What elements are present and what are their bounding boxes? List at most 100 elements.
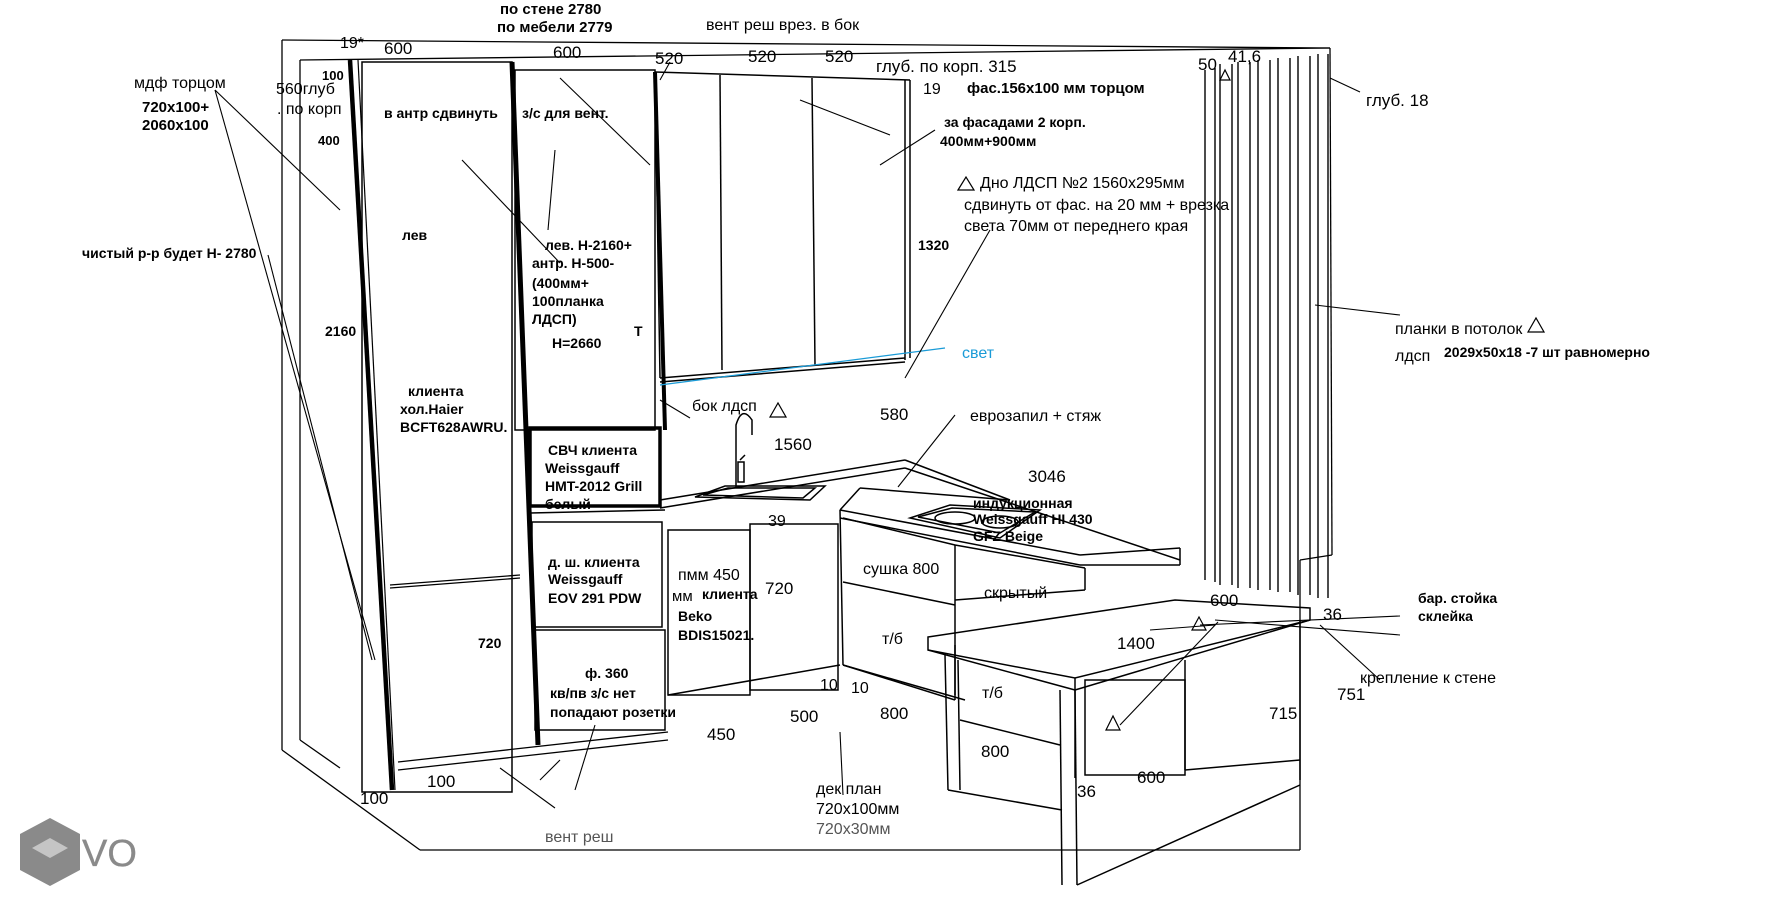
tb-label-b: т/б	[982, 685, 1003, 702]
dim-600-a: 600	[384, 39, 412, 58]
socket-label-b: попадают розетки	[550, 704, 676, 720]
dim-600-bottom: 600	[1137, 768, 1165, 787]
body-depth-label: глуб. по корп. 315	[876, 57, 1017, 76]
wall-cabinets	[654, 71, 911, 383]
triangle-markers	[768, 68, 1546, 731]
left-label: лев	[402, 227, 427, 243]
dim-19-star: 19*	[340, 35, 364, 52]
socket-label-a: кв/пв з/с нет	[550, 685, 636, 701]
tb-label-a: т/б	[882, 631, 903, 648]
dim-520-b: 520	[748, 47, 776, 66]
dim-520-a: 520	[655, 49, 683, 68]
dim-1560: 1560	[774, 435, 812, 454]
dim-800-b: 800	[981, 742, 1009, 761]
glued-label: склейка	[1418, 608, 1473, 624]
column-height-b: антр. Н-500-	[532, 255, 615, 271]
euro-joint-label: еврозапил + стяж	[970, 408, 1101, 425]
column-height-d: 100планка	[532, 293, 604, 309]
dim-600-bar: 600	[1210, 591, 1238, 610]
dim-100-top: 100	[322, 68, 344, 83]
dishwasher-label-d: BDIS15021.	[678, 627, 754, 643]
dim-19: 19	[923, 81, 941, 98]
triangle-marker	[768, 401, 788, 418]
body-label: . по корп	[277, 101, 342, 118]
dim-720-base: 720	[765, 579, 793, 598]
dim-50: 50	[1198, 55, 1217, 74]
dim-41-6: 41,6	[1228, 47, 1261, 66]
mdf-size-a: 720х100+	[142, 99, 209, 116]
column-height-a: лев. Н-2160+	[545, 237, 632, 253]
dim-800-a: 800	[880, 704, 908, 723]
plinth-label: дек план	[816, 781, 881, 798]
dim-500: 500	[790, 707, 818, 726]
tall-cabinets	[347, 59, 669, 793]
column-height-total: Н=2660	[552, 335, 602, 351]
bodies-size-label: 400мм+900мм	[940, 133, 1036, 149]
side-panel-label: бок лдсп	[692, 398, 757, 415]
vent-grille-side-label: вент реш врез. в бок	[706, 17, 860, 34]
sink	[694, 412, 827, 501]
bottom-panel-label: Дно ЛДСП №2 1560х295мм	[980, 175, 1185, 192]
facade-360-label: ф. 360	[585, 665, 629, 681]
dim-400: 400	[318, 133, 340, 148]
depth-18-label: глуб. 18	[1366, 91, 1429, 110]
slats-label: планки в потолок	[1395, 321, 1523, 338]
induction-hob	[907, 504, 1043, 539]
oven-label-b: Weissgauff	[548, 571, 623, 587]
light-offset-label: света 70мм от переднего края	[964, 218, 1188, 235]
triangle-marker	[1190, 615, 1208, 631]
logo-text: VO	[82, 833, 137, 875]
fridge-client-label: клиента	[408, 383, 464, 399]
oven-label-c: EOV 291 PDW	[548, 590, 642, 606]
vent-grille-label: вент реш	[545, 829, 613, 846]
dim-100-a: 100	[427, 772, 455, 791]
dim-10-b: 10	[851, 680, 869, 697]
annotations: по стене 2780 по мебели 2779 вент реш вр…	[82, 1, 1650, 846]
dim-1400: 1400	[1117, 634, 1155, 653]
dim-2160: 2160	[325, 323, 356, 339]
dishwasher-label-mm: мм	[672, 588, 693, 605]
oven-label-a: д. ш. клиента	[548, 554, 640, 570]
light-label: свет	[962, 345, 995, 362]
dim-36-top: 36	[1323, 605, 1342, 624]
leader-lines	[214, 61, 1401, 809]
mdf-end-label: мдф торцом	[134, 75, 226, 92]
plinth-size-b: 720х30мм	[816, 821, 891, 838]
clear-height-label: чистый р-р будет Н- 2780	[82, 245, 257, 261]
triangle-marker	[1105, 714, 1121, 731]
mdf-size-b: 2060х100	[142, 117, 209, 134]
dim-600-b: 600	[553, 43, 581, 62]
furniture-length-label: по мебели 2779	[497, 19, 613, 36]
dim-10-a: 10	[820, 677, 838, 694]
hob-label-c: GFZ Beige	[973, 528, 1043, 544]
dim-100-b: 100	[360, 789, 388, 808]
wall-mount-label: крепление к стене	[1360, 670, 1496, 687]
base-cabinets	[659, 459, 1181, 701]
dim-751: 751	[1337, 685, 1365, 704]
vent-panel-label: з/с для вент.	[522, 105, 609, 121]
plinth-size-a: 720х100мм	[816, 801, 899, 818]
dim-1320: 1320	[918, 237, 949, 253]
behind-facades-label: за фасадами 2 корп.	[944, 114, 1086, 130]
room-frame	[281, 39, 1333, 851]
fridge-brand-label: хол.Haier	[400, 401, 464, 417]
logo: VO	[20, 818, 137, 886]
triangle-marker	[1219, 68, 1231, 81]
slats-spec: 2029х50х18 -7 шт равномерно	[1444, 344, 1650, 360]
bar-counter-label: бар. стойка	[1418, 590, 1497, 606]
dim-715: 715	[1269, 704, 1297, 723]
triangle-marker	[1526, 316, 1546, 333]
dryer-label: сушка 800	[863, 561, 939, 578]
dishwasher-label-c: Beko	[678, 608, 712, 624]
dim-450: 450	[707, 725, 735, 744]
depth-560-label: 560глуб	[276, 81, 335, 98]
dim-36-bottom: 36	[1077, 782, 1096, 801]
column-height-c: (400мм+	[532, 275, 589, 291]
microwave-label-d: белый	[545, 496, 591, 512]
ceiling-slats	[1204, 54, 1329, 598]
hob-label-a: индукционная	[973, 495, 1073, 511]
dim-39: 39	[768, 513, 786, 530]
mezzanine-shift-label: в антр сдвинуть	[384, 105, 498, 121]
